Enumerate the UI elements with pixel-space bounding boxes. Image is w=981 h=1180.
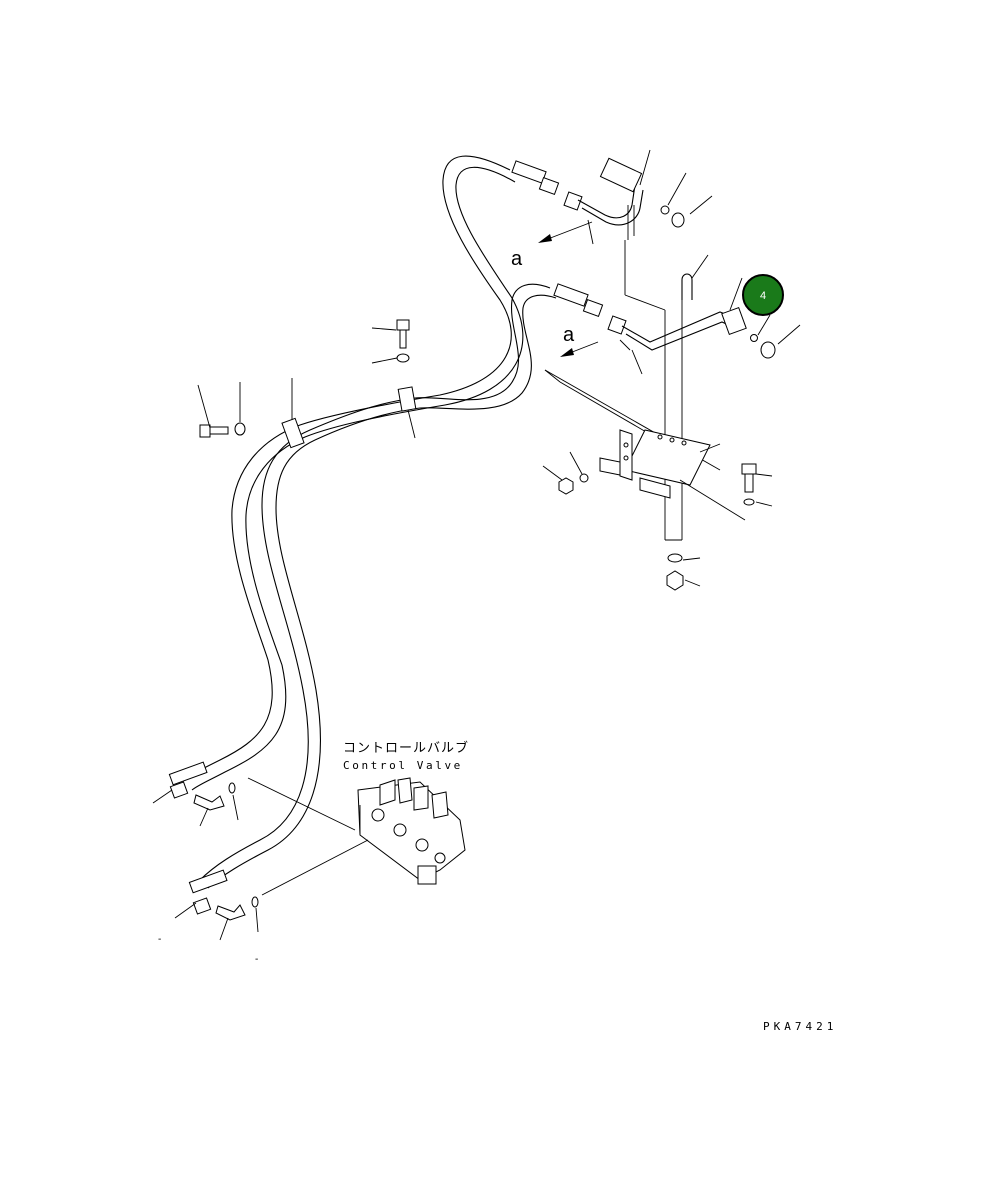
elbow-fitting-2 [215,904,246,921]
hose-clamp-left [281,417,305,449]
leader-lines [152,149,801,941]
hose-clamp-middle [397,386,417,412]
washer-bottom [667,553,683,563]
u-bolt [681,273,693,300]
bolt-right [741,463,757,493]
washer-left [579,473,589,483]
view-label-upper: a [511,248,523,270]
steel-tube-middle [619,306,776,359]
steel-tube-upper [577,157,685,240]
washer-right [743,498,755,506]
component-label-en: Control Valve [343,759,463,772]
mounting-plate [544,240,721,541]
washer-clamp [396,353,410,363]
view-label-middle: a [563,324,575,346]
elbow-fitting-1 [193,794,225,811]
hose-end-fitting-lower-left-2 [188,869,228,915]
nut-left [558,477,574,495]
hose-end-fitting-middle [553,283,627,335]
hose-end-fitting-upper [511,160,583,211]
bolt-left-clamp [199,424,229,438]
hose-end-fitting-lower-left-1 [168,761,208,799]
support-bracket [599,429,746,521]
callout-badge-number: 4 [760,290,766,302]
drawing-code: PKA7421 [763,1020,837,1033]
hose-upper [184,155,524,791]
bolt-clamp [396,319,410,349]
hose-lower [199,283,557,889]
view-arrow-middle [560,341,599,357]
o-ring-2 [251,896,259,908]
callout-badge-4[interactable]: 4 [742,274,784,316]
component-label-jp: コントロールバルブ [343,740,469,755]
washer-left-clamp [234,422,246,436]
connector-lines [247,777,369,896]
nut-bottom [666,570,684,591]
o-ring-1 [228,782,236,794]
view-arrow-upper [538,221,593,243]
stray-mark-1: - [158,934,161,945]
stray-mark-2: - [255,954,258,965]
control-valve [357,777,466,885]
